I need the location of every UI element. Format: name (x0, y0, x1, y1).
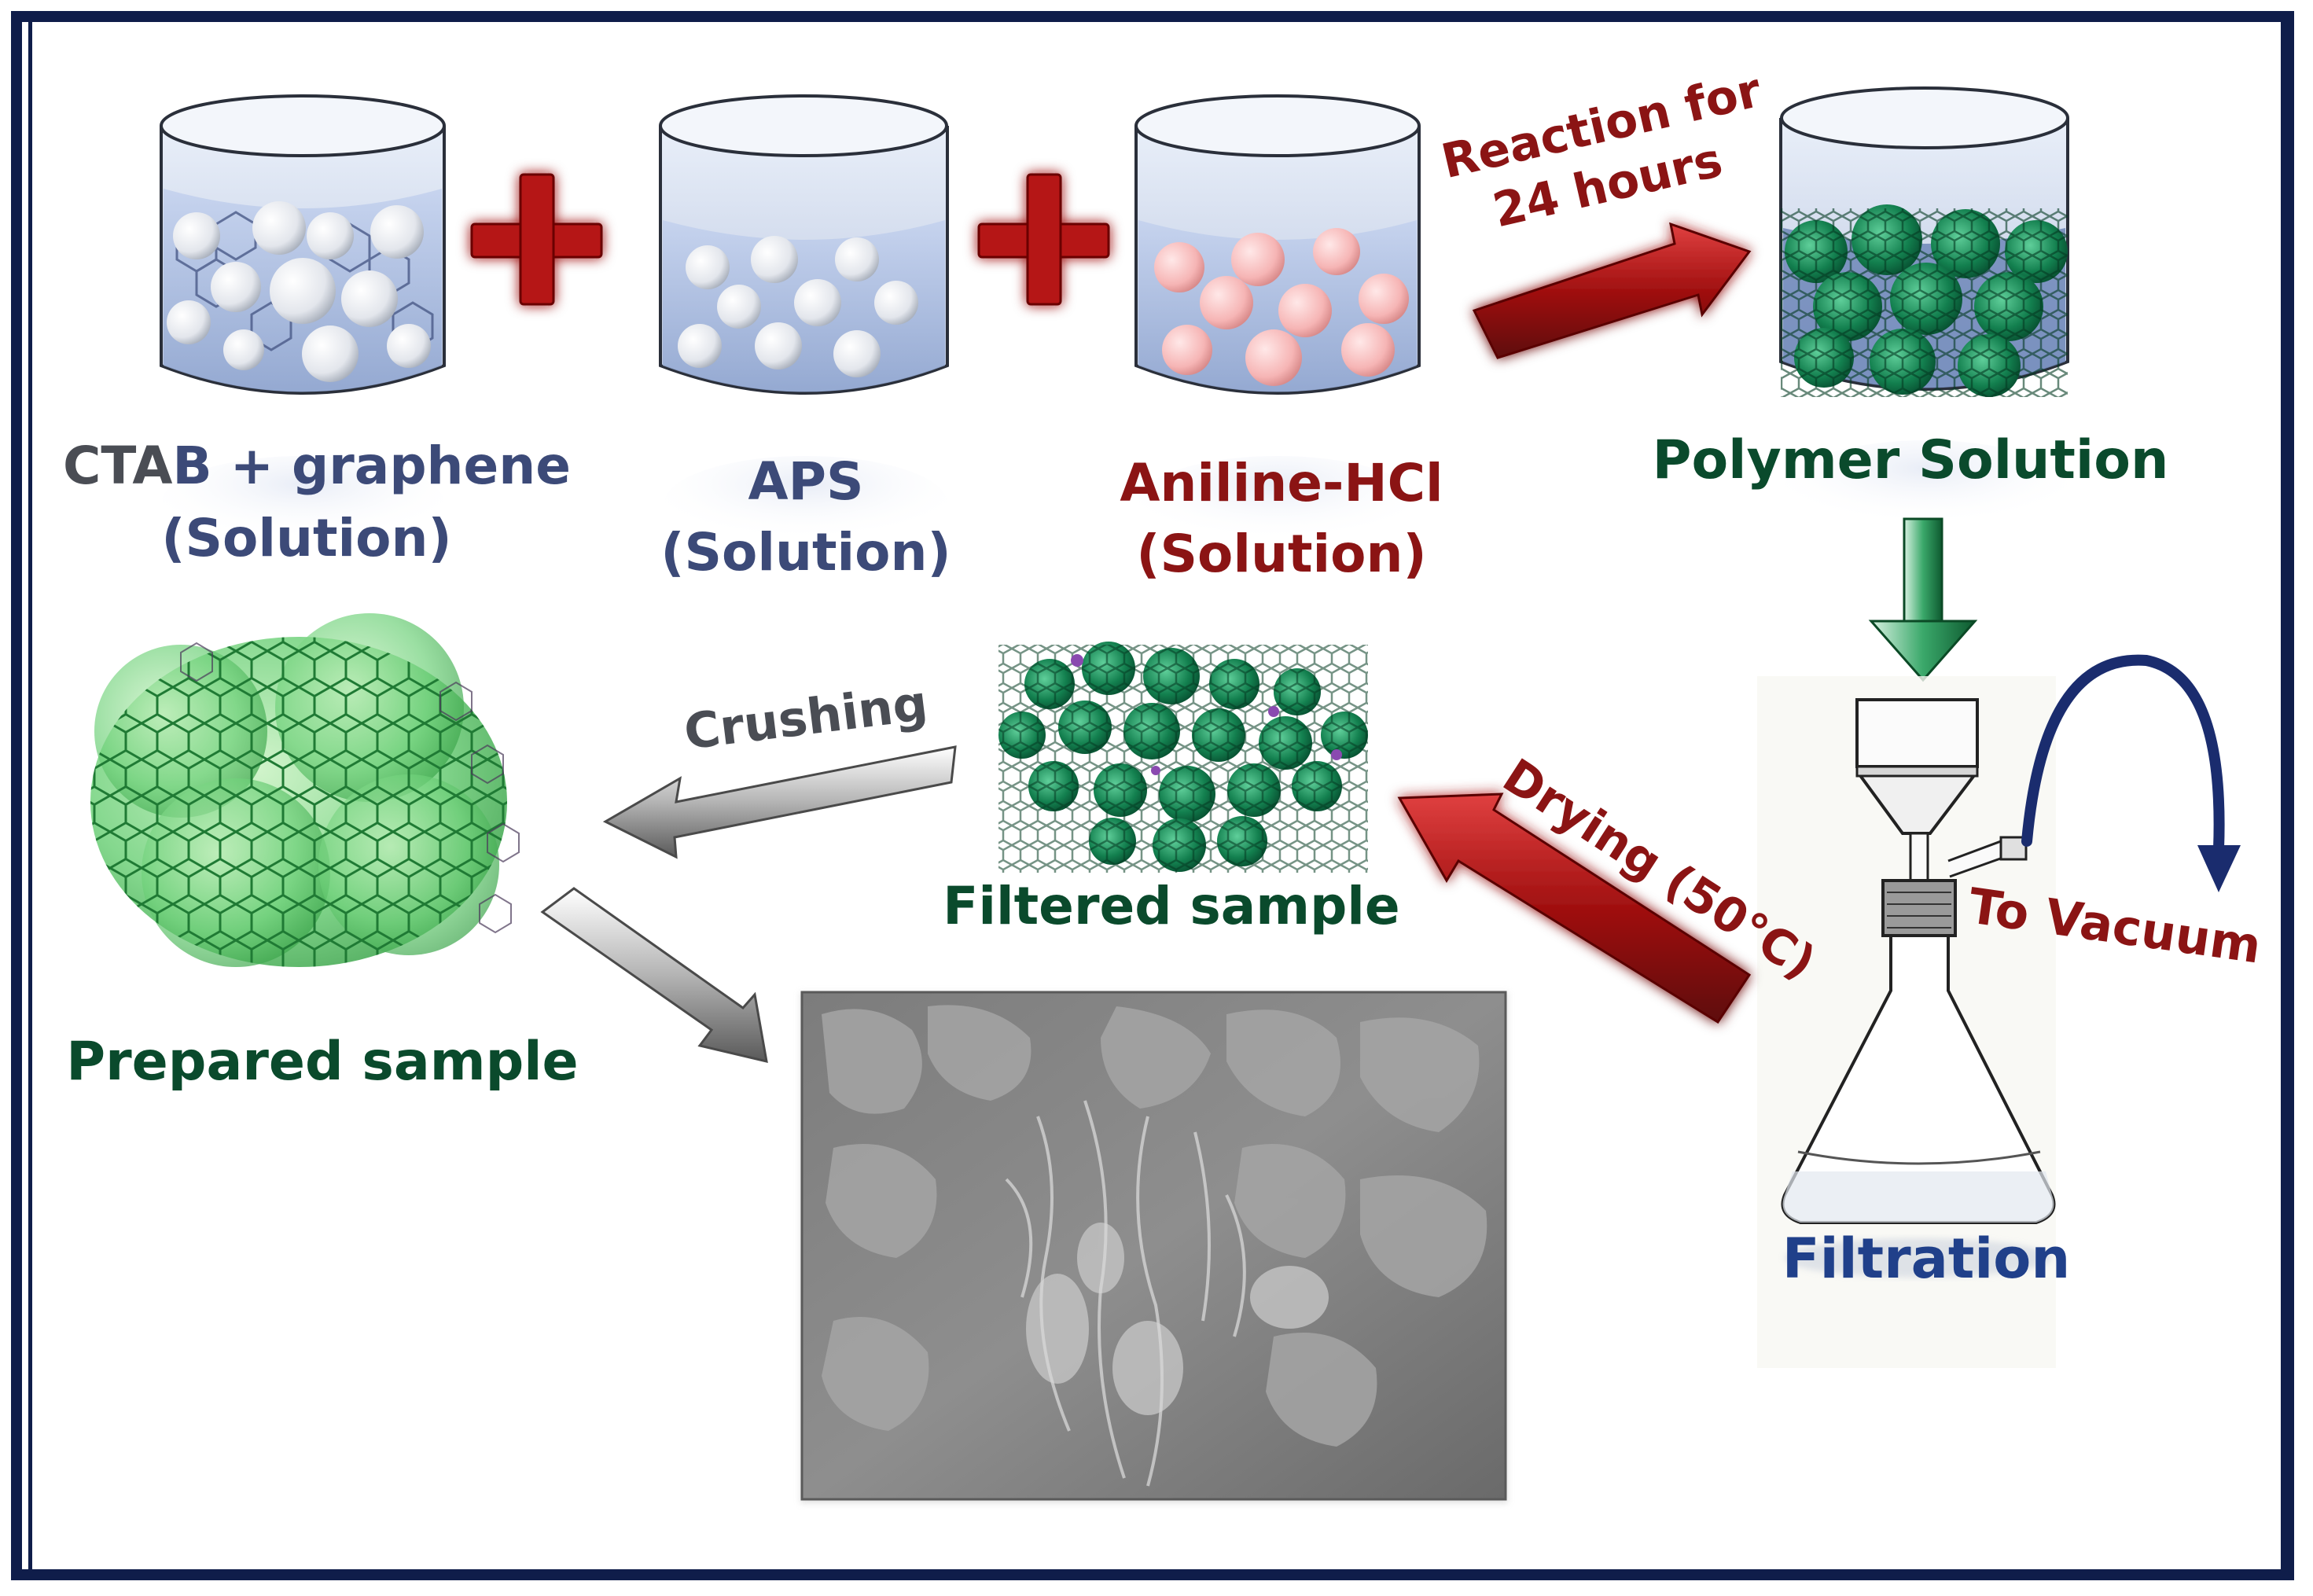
beaker-icon (1134, 94, 1421, 550)
graphene-cluster-icon (90, 613, 520, 967)
arrow-icon (602, 745, 957, 859)
ctab-solution-label: (Solution) (161, 508, 452, 568)
inner-frame (28, 16, 2285, 1579)
arrow-icon (2021, 654, 2241, 892)
prepared-sample-label: Prepared sample (66, 1031, 579, 1093)
aniline-solution-label: (Solution) (1136, 524, 1427, 584)
beaker-icon (659, 94, 949, 550)
filtration-flask-icon (1757, 676, 2056, 1368)
aniline-label: Aniline-HCl (1120, 453, 1443, 513)
arrow-icon (1868, 517, 1978, 682)
filtration-label: Filtration (1782, 1226, 2071, 1291)
beaker-icon (160, 94, 446, 550)
polymer-solution-label: Polymer Solution (1652, 429, 2169, 491)
ctab-label-blue: B + graphene (172, 436, 572, 496)
graphene-cluster-icon (998, 642, 1368, 873)
aps-label: APS (748, 451, 864, 512)
sem-image (800, 991, 1508, 1503)
ctab-label: CTAB + graphene (63, 436, 571, 496)
arrow-icon (1397, 792, 1752, 1024)
ctab-label-dark: CTA (63, 436, 173, 496)
plus-icon (977, 173, 1110, 306)
aps-solution-label: (Solution) (660, 522, 951, 583)
filtered-sample-label: Filtered sample (943, 876, 1400, 936)
arrow-icon (540, 887, 768, 1063)
beaker-icon (1779, 86, 2069, 535)
arrow-icon (1472, 222, 1752, 359)
plus-icon (470, 173, 603, 306)
